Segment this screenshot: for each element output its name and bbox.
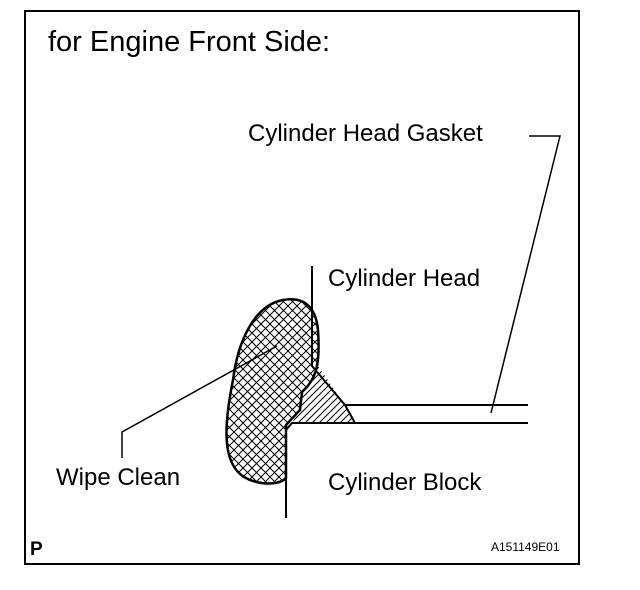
cylinder-head-label: Cylinder Head: [328, 265, 481, 292]
diagram-title: for Engine Front Side:: [48, 26, 331, 58]
figure-code: A151149E01: [491, 540, 560, 554]
gasket-leader-line: [490, 135, 561, 414]
wipe-clean-area: [225, 297, 320, 485]
cylinder-head-gasket-label: Cylinder Head Gasket: [248, 120, 483, 147]
cylinder-block-label: Cylinder Block: [328, 469, 482, 496]
sealant-area: [292, 366, 355, 423]
diagram-frame: [24, 10, 580, 565]
wipe-clean-label: Wipe Clean: [56, 464, 181, 491]
wipe-leader-line: [121, 345, 278, 458]
page-mark: P: [30, 539, 43, 560]
cylinder-block-outline: [285, 422, 355, 518]
gasket-end-line: [344, 404, 356, 424]
